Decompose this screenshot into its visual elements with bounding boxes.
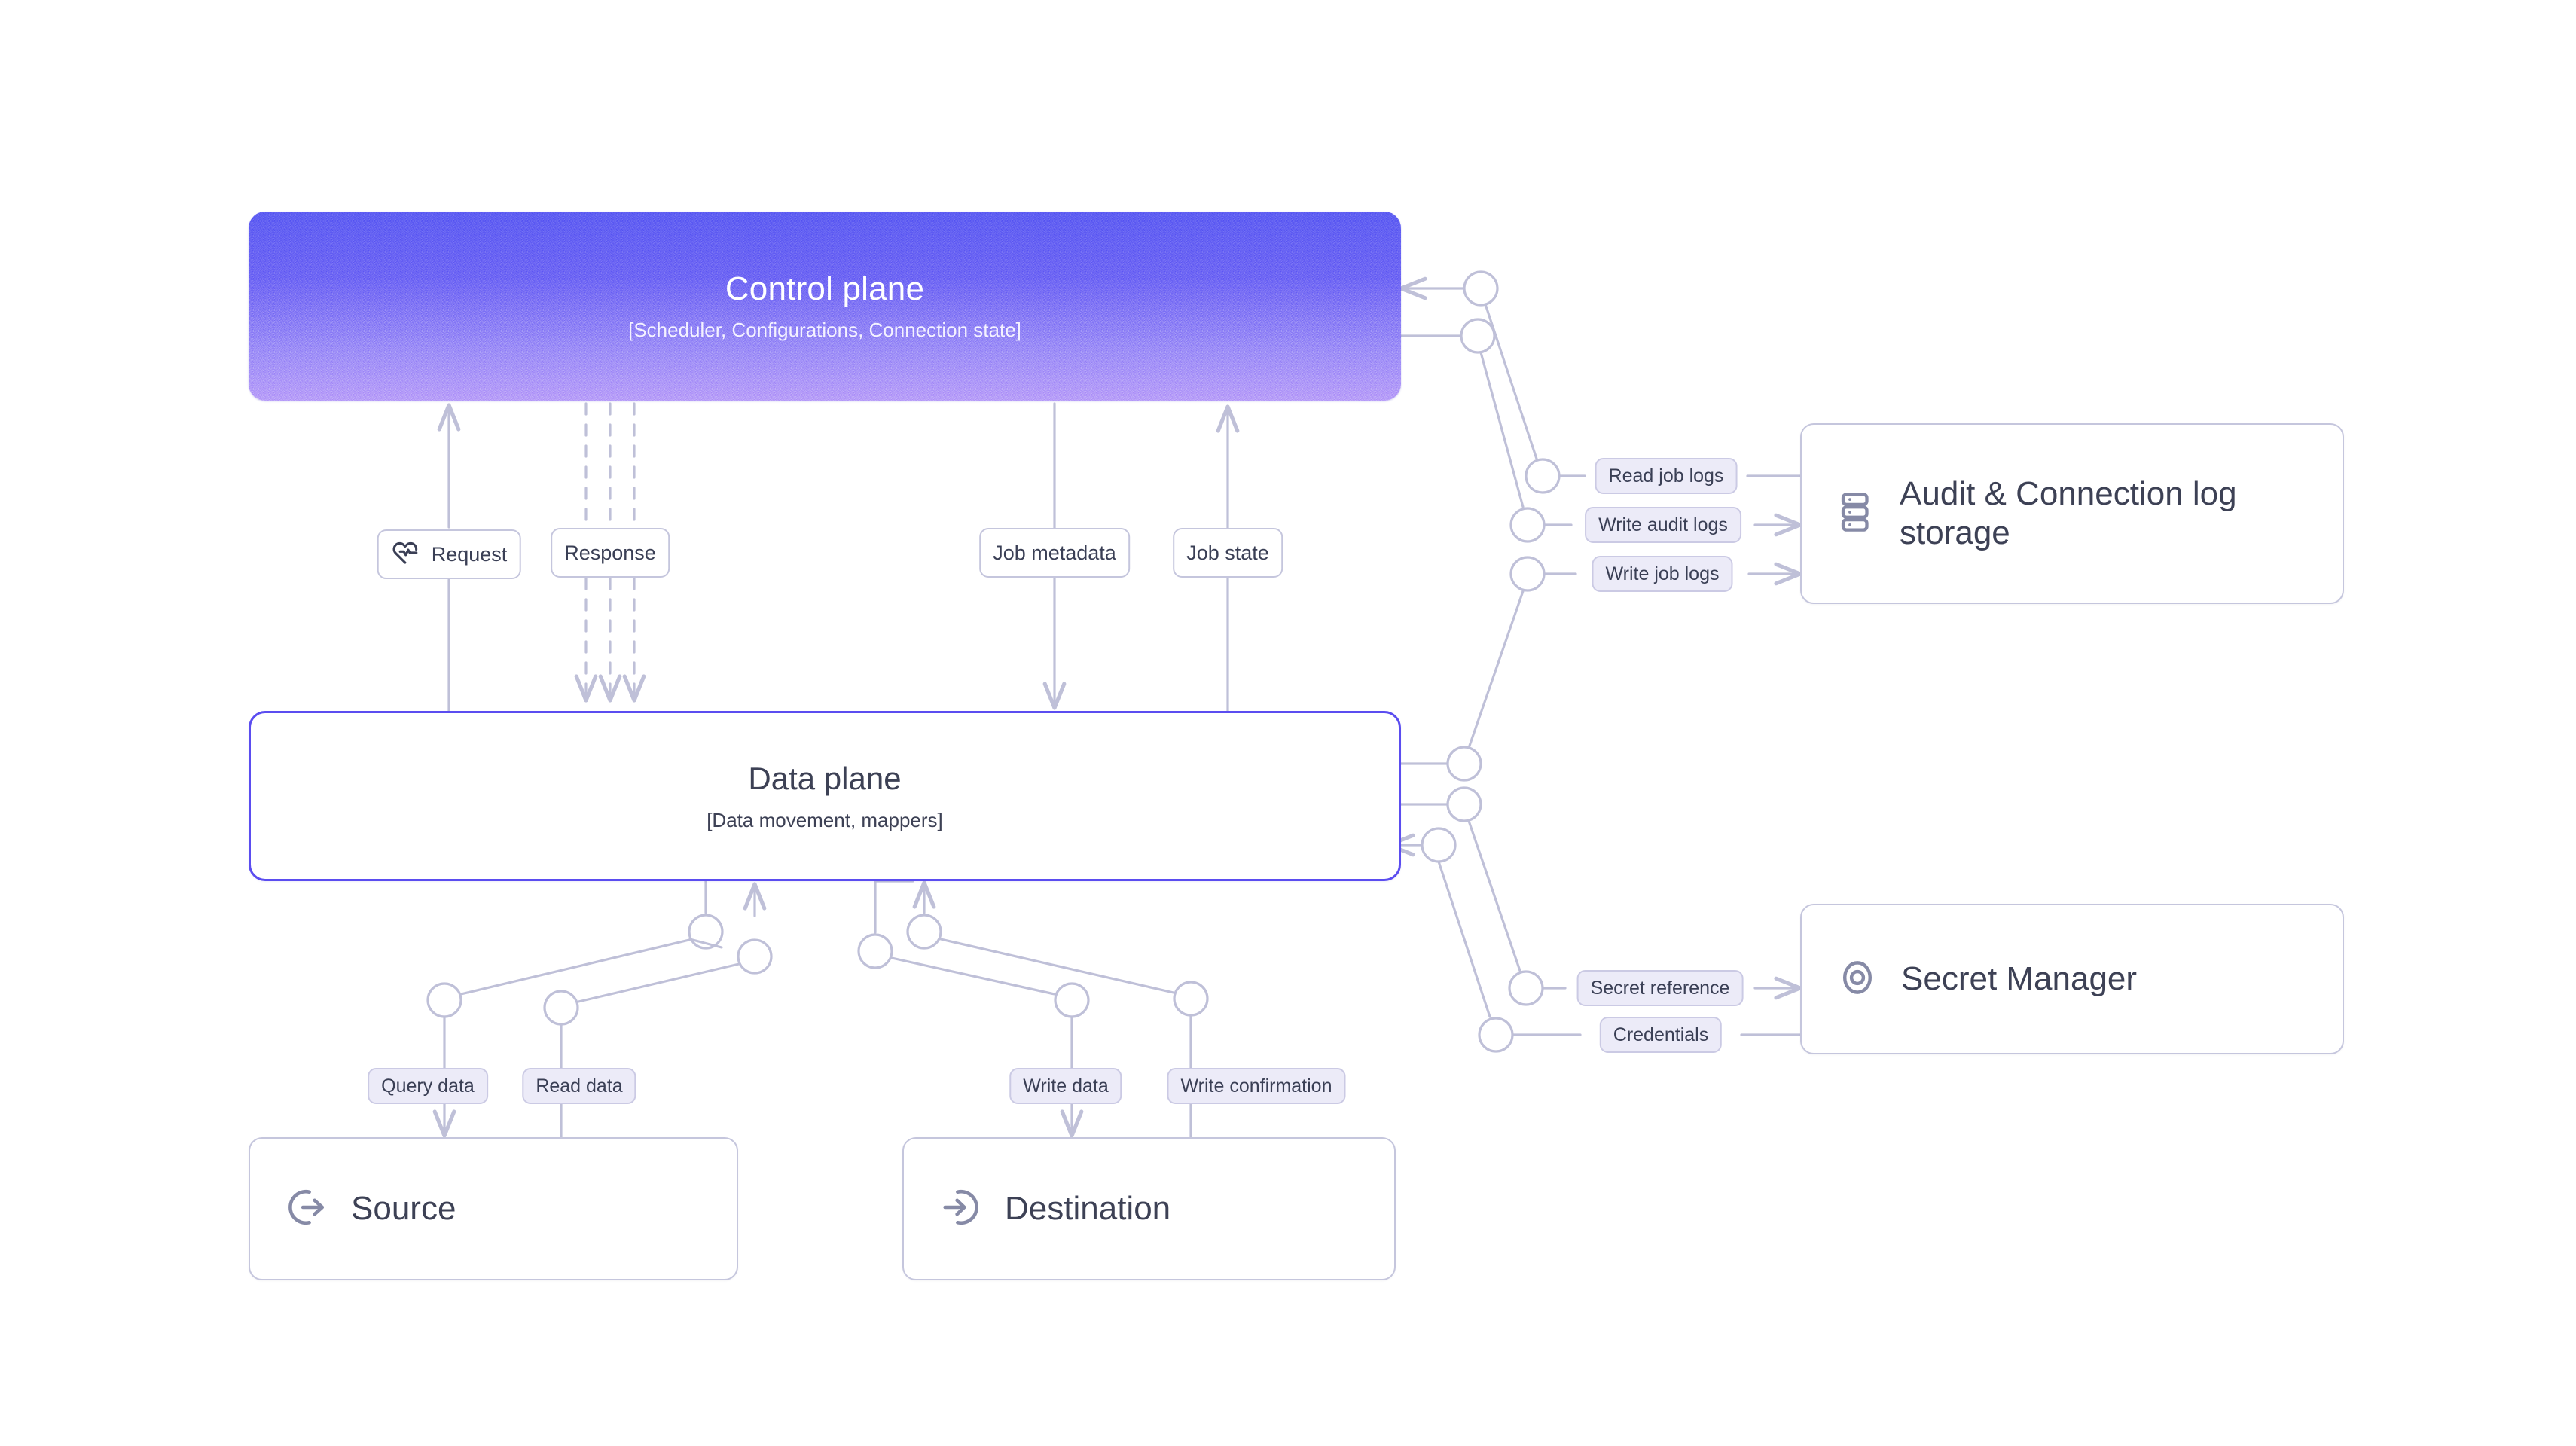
control-plane-title: Control plane	[725, 270, 925, 307]
data-plane-title: Data plane	[748, 760, 902, 796]
label-write-data[interactable]: Write data	[1009, 1068, 1122, 1104]
control-plane-box[interactable]: Control plane [Scheduler, Configurations…	[249, 212, 1401, 401]
label-response[interactable]: Response	[551, 528, 670, 578]
node-credentials	[1478, 1017, 1514, 1053]
node-write-data	[1054, 982, 1090, 1018]
wire-dp-to-writejoblogs	[1467, 590, 1525, 749]
node-dp-conf	[906, 914, 942, 950]
label-write-confirmation-text: Write confirmation	[1180, 1075, 1332, 1097]
wire-dp-to-secretref	[1467, 819, 1521, 972]
label-response-text: Response	[564, 541, 656, 564]
wire-write-to-node	[890, 956, 1056, 996]
node-dp-3	[1421, 827, 1457, 863]
label-write-job-logs[interactable]: Write job logs	[1592, 556, 1733, 592]
label-request-text: Request	[431, 542, 508, 566]
label-write-audit-logs[interactable]: Write audit logs	[1585, 507, 1741, 543]
label-credentials-text: Credentials	[1613, 1023, 1709, 1045]
label-job-metadata-text: Job metadata	[993, 541, 1116, 564]
label-write-confirmation[interactable]: Write confirmation	[1167, 1068, 1346, 1104]
label-query-data[interactable]: Query data	[368, 1068, 488, 1104]
data-plane-box[interactable]: Data plane [Data movement, mappers]	[249, 711, 1401, 881]
label-write-data-text: Write data	[1023, 1075, 1109, 1097]
log-in-icon	[939, 1185, 982, 1233]
audit-log-storage-card[interactable]: Audit & Connection log storage	[1800, 423, 2344, 604]
wire-query-diag	[688, 938, 723, 949]
node-dp-read	[737, 938, 773, 975]
secret-manager-card[interactable]: Secret Manager	[1800, 904, 2344, 1054]
control-plane-subtitle: [Scheduler, Configurations, Connection s…	[628, 319, 1021, 341]
label-write-job-logs-text: Write job logs	[1605, 563, 1720, 584]
source-label: Source	[351, 1190, 456, 1228]
label-read-job-logs[interactable]: Read job logs	[1595, 458, 1738, 494]
log-out-icon	[285, 1185, 328, 1233]
wire-dp-to-credentials	[1437, 860, 1491, 1018]
label-job-state[interactable]: Job state	[1173, 528, 1283, 578]
node-dp-1	[1446, 746, 1482, 782]
server-stack-icon	[1836, 490, 1877, 538]
node-query-data	[426, 982, 462, 1018]
node-cp-1	[1463, 270, 1499, 307]
label-secret-reference[interactable]: Secret reference	[1576, 970, 1744, 1006]
node-write-job-logs	[1509, 556, 1546, 592]
wire-conf-to-node	[939, 938, 1175, 994]
source-card[interactable]: Source	[249, 1137, 738, 1280]
wire-cp-to-writeauditlogs	[1479, 351, 1525, 508]
wire-query-to-node	[459, 938, 691, 996]
label-read-data[interactable]: Read data	[522, 1068, 636, 1104]
node-cp-2	[1460, 318, 1496, 354]
label-write-audit-logs-text: Write audit logs	[1598, 514, 1728, 535]
audit-log-storage-label: Audit & Connection log storage	[1900, 475, 2237, 551]
label-read-data-text: Read data	[536, 1075, 623, 1097]
eye-target-icon	[1836, 956, 1879, 1002]
label-job-metadata[interactable]: Job metadata	[979, 528, 1130, 578]
label-job-state-text: Job state	[1186, 541, 1269, 564]
heart-pulse-icon	[391, 538, 421, 571]
wire-read-to-node	[577, 962, 740, 1003]
label-secret-reference-text: Secret reference	[1590, 977, 1730, 999]
destination-label: Destination	[1005, 1190, 1171, 1228]
destination-card[interactable]: Destination	[902, 1137, 1396, 1280]
node-secret-reference	[1508, 970, 1544, 1006]
secret-manager-label: Secret Manager	[1901, 960, 2138, 998]
node-write-confirmation	[1173, 981, 1209, 1017]
label-query-data-text: Query data	[381, 1075, 475, 1097]
label-read-job-logs-text: Read job logs	[1608, 465, 1724, 487]
node-read-job-logs	[1525, 458, 1561, 494]
label-request[interactable]: Request	[377, 529, 521, 579]
node-dp-2	[1446, 786, 1482, 822]
node-write-audit-logs	[1509, 507, 1546, 543]
label-credentials[interactable]: Credentials	[1599, 1017, 1723, 1053]
data-plane-subtitle: [Data movement, mappers]	[707, 808, 943, 831]
node-read-data	[543, 990, 579, 1026]
node-dp-write	[857, 933, 893, 969]
